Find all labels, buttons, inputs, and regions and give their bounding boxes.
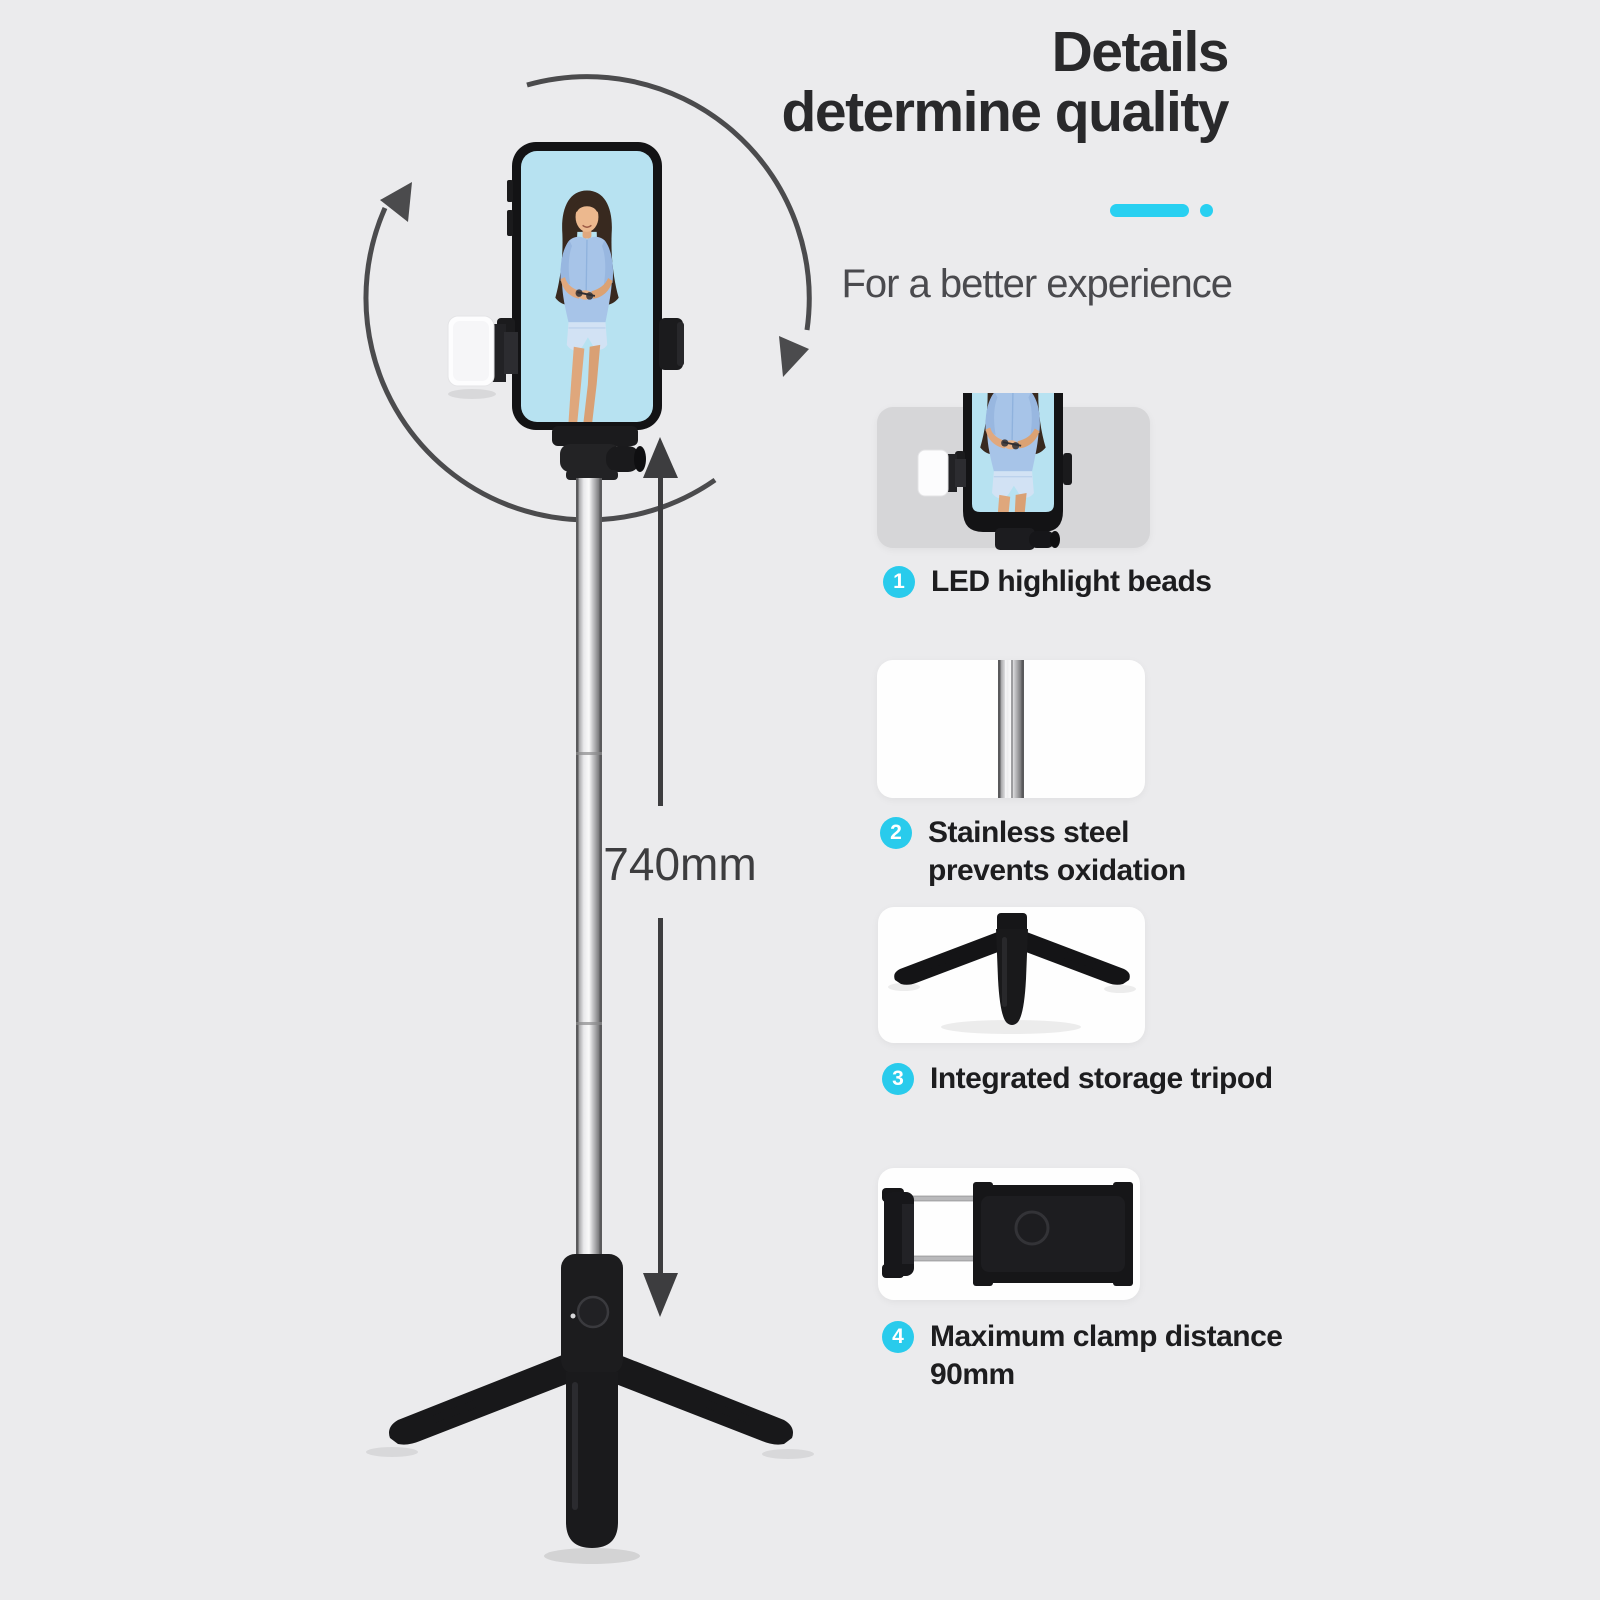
feature-caption: Maximum clamp distance 90mm [930, 1318, 1283, 1394]
feature-caption: LED highlight beads [931, 563, 1212, 601]
accent-divider [1108, 203, 1228, 219]
phone-mount-joint [552, 426, 646, 480]
led-fill-light [447, 315, 518, 399]
feature-caption-line: prevents oxidation [928, 854, 1186, 887]
feature-thumb-tripod [878, 907, 1145, 1043]
page-title-line1: Details [1051, 20, 1230, 84]
telescopic-pole [576, 478, 602, 1262]
page-title-line2: determine quality [781, 80, 1230, 144]
tripod-handle-grip [566, 1372, 618, 1548]
feature-caption-line: Maximum clamp distance [930, 1320, 1283, 1353]
phone-screen-photo [521, 151, 653, 422]
page-subtitle: For a better experience [841, 262, 1233, 306]
feature-caption-line: 90mm [930, 1358, 1015, 1391]
accent-bar [1110, 204, 1189, 217]
feature-item-1: 1 LED highlight beads [883, 563, 1212, 601]
phone-with-led-thumb [917, 393, 1072, 550]
feature-thumb-clamp [878, 1168, 1140, 1300]
product-illustration: 740mm [363, 74, 814, 1564]
tripod-base [366, 1254, 814, 1564]
feature-number-badge: 1 [883, 566, 915, 598]
rotation-arrow-icon [363, 74, 812, 523]
phone-mockup [507, 142, 662, 430]
feature-number-badge: 2 [880, 817, 912, 849]
feature-caption-line: Integrated storage tripod [930, 1062, 1273, 1095]
feature-item-4: 4 Maximum clamp distance 90mm [882, 1318, 1283, 1394]
feature-thumb-steel-pole [877, 660, 1145, 798]
feature-caption-line: Stainless steel [928, 816, 1129, 849]
dimension-label: 740mm [603, 838, 756, 890]
accent-dot [1200, 204, 1213, 217]
feature-thumb-led-light [877, 393, 1150, 550]
dimension-double-arrow-icon: 740mm [603, 437, 757, 1317]
tripod-thumb [888, 913, 1136, 1034]
feature-item-3: 3 Integrated storage tripod [882, 1060, 1273, 1098]
shutter-button [576, 1295, 610, 1329]
feature-number-badge: 3 [882, 1063, 914, 1095]
feature-caption-line: LED highlight beads [931, 565, 1212, 598]
phone-clamp-thumb [882, 1182, 1133, 1286]
page-title: Details determine quality [781, 20, 1230, 144]
feature-caption: Stainless steel prevents oxidation [928, 814, 1186, 890]
feature-item-2: 2 Stainless steel prevents oxidation [880, 814, 1186, 890]
feature-caption: Integrated storage tripod [930, 1060, 1273, 1098]
feature-number-badge: 4 [882, 1321, 914, 1353]
steel-pole-thumb [998, 660, 1024, 798]
